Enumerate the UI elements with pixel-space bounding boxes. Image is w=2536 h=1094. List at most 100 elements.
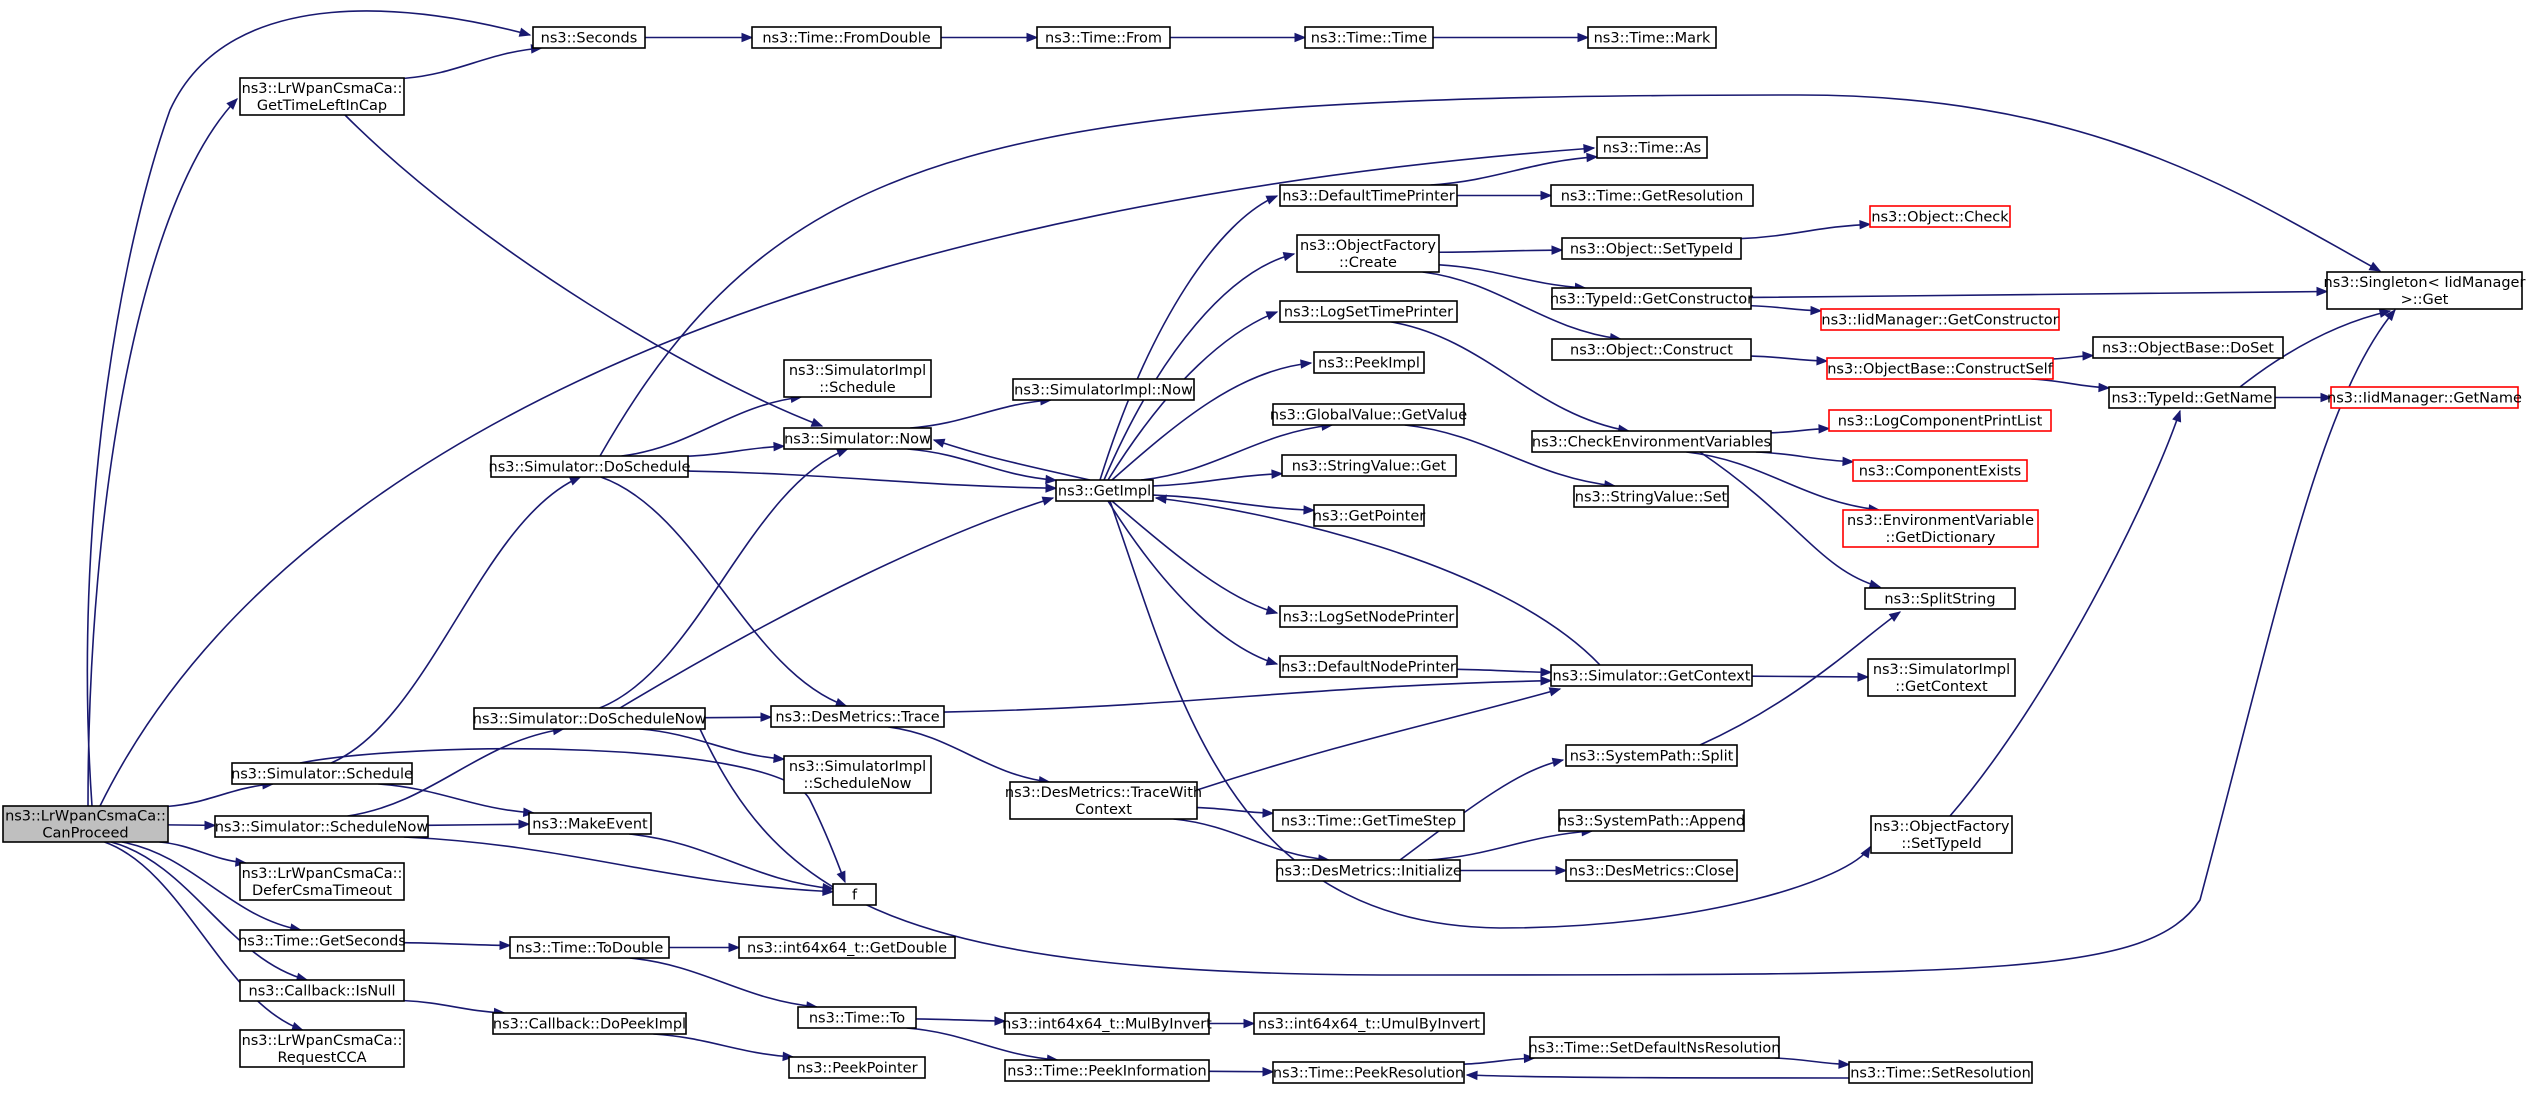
node-defercsma[interactable]: ns3::LrWpanCsmaCa::DeferCsmaTimeout [239, 862, 405, 901]
node-label: ns3::DesMetrics::Close [1569, 864, 1734, 880]
node-box [1867, 658, 2016, 697]
node-splitstring[interactable]: ns3::SplitString [1864, 587, 2016, 610]
node-gettimestep[interactable]: ns3::Time::GetTimeStep [1272, 809, 1465, 832]
node-envvardict[interactable]: ns3::EnvironmentVariable::GetDictionary [1842, 509, 2039, 548]
node-callbackisnull[interactable]: ns3::Callback::IsNull [239, 979, 405, 1002]
node-label: ns3::ObjectFactory [1300, 238, 1436, 254]
arrowhead [2172, 409, 2182, 423]
edge-desmetricstracewithctx-to-simgetcontext [1196, 687, 1562, 791]
node-objsettypeid[interactable]: ns3::Object::SetTypeId [1561, 237, 1742, 260]
node-typeidgetctor[interactable]: ns3::TypeId::GetConstructor [1550, 287, 1753, 310]
node-mulbyinvert[interactable]: ns3::int64x64_t::MulByInvert [1002, 1012, 1212, 1035]
node-typeidgetname[interactable]: ns3::TypeId::GetName [2108, 386, 2276, 409]
node-fromdouble[interactable]: ns3::Time::FromDouble [751, 26, 942, 49]
node-seconds[interactable]: ns3::Seconds [532, 26, 646, 49]
node-peekinformation[interactable]: ns3::Time::PeekInformation [1004, 1059, 1210, 1082]
node-simschedulenow[interactable]: ns3::Simulator::ScheduleNow [214, 815, 429, 838]
node-objfactorycreate[interactable]: ns3::ObjectFactory::Create [1296, 234, 1440, 273]
node-compexists[interactable]: ns3::ComponentExists [1852, 459, 2028, 482]
node-objcheck[interactable]: ns3::Object::Check [1869, 205, 2011, 228]
node-makeevent[interactable]: ns3::MakeEvent [528, 812, 652, 835]
arrowhead [1810, 305, 1823, 316]
node-int64getdouble[interactable]: ns3::int64x64_t::GetDouble [738, 936, 956, 959]
node-box [1276, 859, 1461, 882]
node-canproceed[interactable]: ns3::LrWpanCsmaCa::CanProceed [2, 805, 169, 843]
node-objconstruct[interactable]: ns3::Object::Construct [1551, 338, 1752, 361]
node-f[interactable]: f [832, 883, 877, 906]
node-simimplgetcontext[interactable]: ns3::SimulatorImpl::GetContext [1867, 658, 2016, 697]
node-label: ns3::Simulator::DoScheduleNow [473, 712, 707, 728]
node-simdoschedulenow[interactable]: ns3::Simulator::DoScheduleNow [473, 707, 707, 730]
arrowhead [1818, 424, 1831, 434]
node-desmetricsclose[interactable]: ns3::DesMetrics::Close [1565, 859, 1738, 882]
node-label: GetTimeLeftInCap [257, 98, 387, 114]
node-box [1296, 234, 1440, 273]
node-timeto[interactable]: ns3::Time::To [797, 1006, 917, 1029]
node-peekpointer[interactable]: ns3::PeekPointer [788, 1056, 926, 1079]
edge-desmetricsinit-to-syspathsplit [1399, 757, 1565, 861]
edge-simschedule-to-f [299, 747, 846, 884]
nodes-layer: ns3::LrWpanCsmaCa::CanProceed ns3::Second… [2, 26, 2526, 1084]
edge-desmetricstrace-to-simgetcontext [943, 676, 1553, 713]
node-requestcca[interactable]: ns3::LrWpanCsmaCa::RequestCCA [239, 1029, 405, 1068]
node-getimpl[interactable]: ns3::GetImpl [1055, 479, 1154, 502]
node-syspathappend[interactable]: ns3::SystemPath::Append [1558, 809, 1745, 832]
node-objbasedoset[interactable]: ns3::ObjectBase::DoSet [2092, 336, 2284, 359]
node-desmetricsinit[interactable]: ns3::DesMetrics::Initialize [1275, 859, 1462, 882]
node-setresolution[interactable]: ns3::Time::SetResolution [1848, 1061, 2033, 1084]
node-peekimpl[interactable]: ns3::PeekImpl [1313, 351, 1425, 374]
node-timetime[interactable]: ns3::Time::Time [1304, 26, 1434, 49]
node-objbaseconstructself[interactable]: ns3::ObjectBase::ConstructSelf [1826, 357, 2054, 380]
node-deftimeprinter[interactable]: ns3::DefaultTimePrinter [1279, 184, 1458, 207]
edge-timetodouble-to-timeto [629, 957, 819, 1011]
node-label: ns3::LrWpanCsmaCa:: [5, 809, 166, 825]
arrowhead [2320, 392, 2333, 403]
node-iidgetctor[interactable]: ns3::IidManager::GetConstructor [1820, 308, 2060, 331]
node-setdefaultnsres[interactable]: ns3::Time::SetDefaultNsResolution [1529, 1036, 1781, 1059]
node-peekresolution[interactable]: ns3::Time::PeekResolution [1272, 1061, 1465, 1084]
node-timeas[interactable]: ns3::Time::As [1596, 136, 1708, 159]
node-timetodouble[interactable]: ns3::Time::ToDouble [509, 936, 670, 959]
node-timegetseconds[interactable]: ns3::Time::GetSeconds [238, 929, 406, 952]
node-logcompprintlist[interactable]: ns3::LogComponentPrintList [1828, 409, 2052, 432]
node-simnow[interactable]: ns3::Simulator::Now [783, 427, 932, 450]
edge-timeto-to-mulbyinvert [915, 1016, 1007, 1026]
node-gettimeleft[interactable]: ns3::LrWpanCsmaCa::GetTimeLeftInCap [239, 77, 405, 116]
node-globalvaluegetvalue[interactable]: ns3::GlobalValue::GetValue [1270, 403, 1467, 426]
arrowhead [2368, 261, 2382, 272]
node-desmetricstrace[interactable]: ns3::DesMetrics::Trace [770, 705, 945, 728]
node-logsetnodeprinter[interactable]: ns3::LogSetNodePrinter [1279, 605, 1458, 628]
node-getresolution[interactable]: ns3::Time::GetResolution [1550, 184, 1754, 207]
node-objfactorysettypeid[interactable]: ns3::ObjectFactory::SetTypeId [1870, 815, 2013, 854]
node-syspathsplit[interactable]: ns3::SystemPath::Split [1565, 744, 1738, 767]
node-iidgetname[interactable]: ns3::IidManager::GetName [2327, 386, 2522, 409]
arrowhead [1026, 32, 1039, 43]
node-callbackdopeekimpl[interactable]: ns3::Callback::DoPeekImpl [492, 1012, 687, 1035]
node-checkenv[interactable]: ns3::CheckEnvironmentVariables [1531, 430, 1772, 453]
arrowhead [1154, 494, 1167, 504]
node-simimplnow[interactable]: ns3::SimulatorImpl::Now [1012, 378, 1195, 401]
node-simimplschedulenow[interactable]: ns3::SimulatorImpl::ScheduleNow [783, 755, 932, 794]
node-singletonget[interactable]: ns3::Singleton< IidManager>::Get [2324, 271, 2526, 310]
edge-timetime-to-mark [1433, 32, 1590, 43]
node-label: >::Get [2401, 292, 2449, 308]
node-simschedule[interactable]: ns3::Simulator::Schedule [231, 762, 413, 785]
node-defnodeprinter[interactable]: ns3::DefaultNodePrinter [1279, 655, 1458, 678]
node-mark[interactable]: ns3::Time::Mark [1587, 26, 1717, 49]
node-stringvalueset[interactable]: ns3::StringValue::Set [1573, 485, 1729, 508]
edge-simdoschedulenow-to-singletonget [699, 308, 2396, 976]
arrowhead [1265, 605, 1279, 615]
arrowhead [1548, 687, 1562, 697]
node-box [1573, 485, 1729, 508]
node-simgetcontext[interactable]: ns3::Simulator::GetContext [1550, 664, 1753, 687]
node-getpointer[interactable]: ns3::GetPointer [1313, 504, 1426, 527]
node-logsettimeprinter[interactable]: ns3::LogSetTimePrinter [1279, 300, 1458, 323]
node-stringvalueget[interactable]: ns3::StringValue::Get [1281, 454, 1457, 477]
arrowhead [1045, 474, 1058, 485]
node-simimplschedule[interactable]: ns3::SimulatorImpl::Schedule [783, 359, 932, 398]
node-simdoschedule[interactable]: ns3::Simulator::DoSchedule [489, 455, 691, 478]
node-from[interactable]: ns3::Time::From [1036, 26, 1171, 49]
node-umulbyinvert[interactable]: ns3::int64x64_t::UmulByInvert [1253, 1012, 1485, 1035]
node-box [738, 936, 956, 959]
